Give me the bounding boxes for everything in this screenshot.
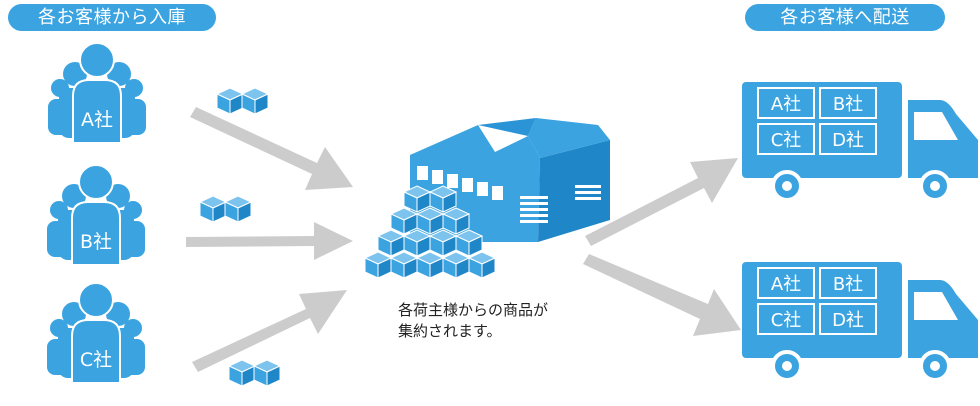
truck2-cell-d: D社: [832, 310, 864, 331]
customer-group-b: B社: [46, 164, 146, 266]
box-pair-b: [200, 196, 251, 222]
arrow-outbound-top: [585, 158, 738, 246]
arrow-inbound-b: [186, 222, 353, 260]
box-pair-a: [217, 88, 268, 114]
company-label-b: B社: [80, 231, 112, 253]
truck1-cell-d: D社: [832, 130, 864, 151]
truck2-cell-a: A社: [771, 274, 801, 295]
delivery-truck-1: A社 B社 C社 D社: [740, 80, 980, 202]
arrows: [186, 107, 741, 372]
arrow-outbound-bottom: [583, 254, 741, 336]
truck1-cell-a: A社: [771, 94, 801, 115]
company-label-a: A社: [81, 109, 113, 131]
warehouse-caption: 各荷主様からの商品が 集約されます。: [398, 300, 548, 342]
warehouse-icon: [410, 118, 610, 242]
box-pair-c: [229, 360, 280, 386]
customer-group-c: C社: [46, 282, 146, 384]
truck1-cell-c: C社: [771, 130, 802, 151]
truck1-cell-b: B社: [833, 94, 863, 115]
caption-line-1: 各荷主様からの商品が: [398, 301, 549, 319]
outbound-label: 各お客様へ配送: [745, 4, 945, 31]
truck2-cell-c: C社: [771, 310, 802, 331]
customer-group-a: A社: [47, 42, 147, 144]
delivery-truck-2: A社 B社 C社 D社: [740, 260, 980, 382]
arrow-inbound-a: [190, 107, 353, 190]
caption-line-2: 集約されます。: [398, 322, 502, 340]
truck2-cell-b: B社: [833, 274, 863, 295]
inbound-label: 各お客様から入庫: [8, 4, 216, 31]
company-label-c: C社: [80, 349, 112, 371]
arrow-inbound-c: [192, 290, 347, 372]
